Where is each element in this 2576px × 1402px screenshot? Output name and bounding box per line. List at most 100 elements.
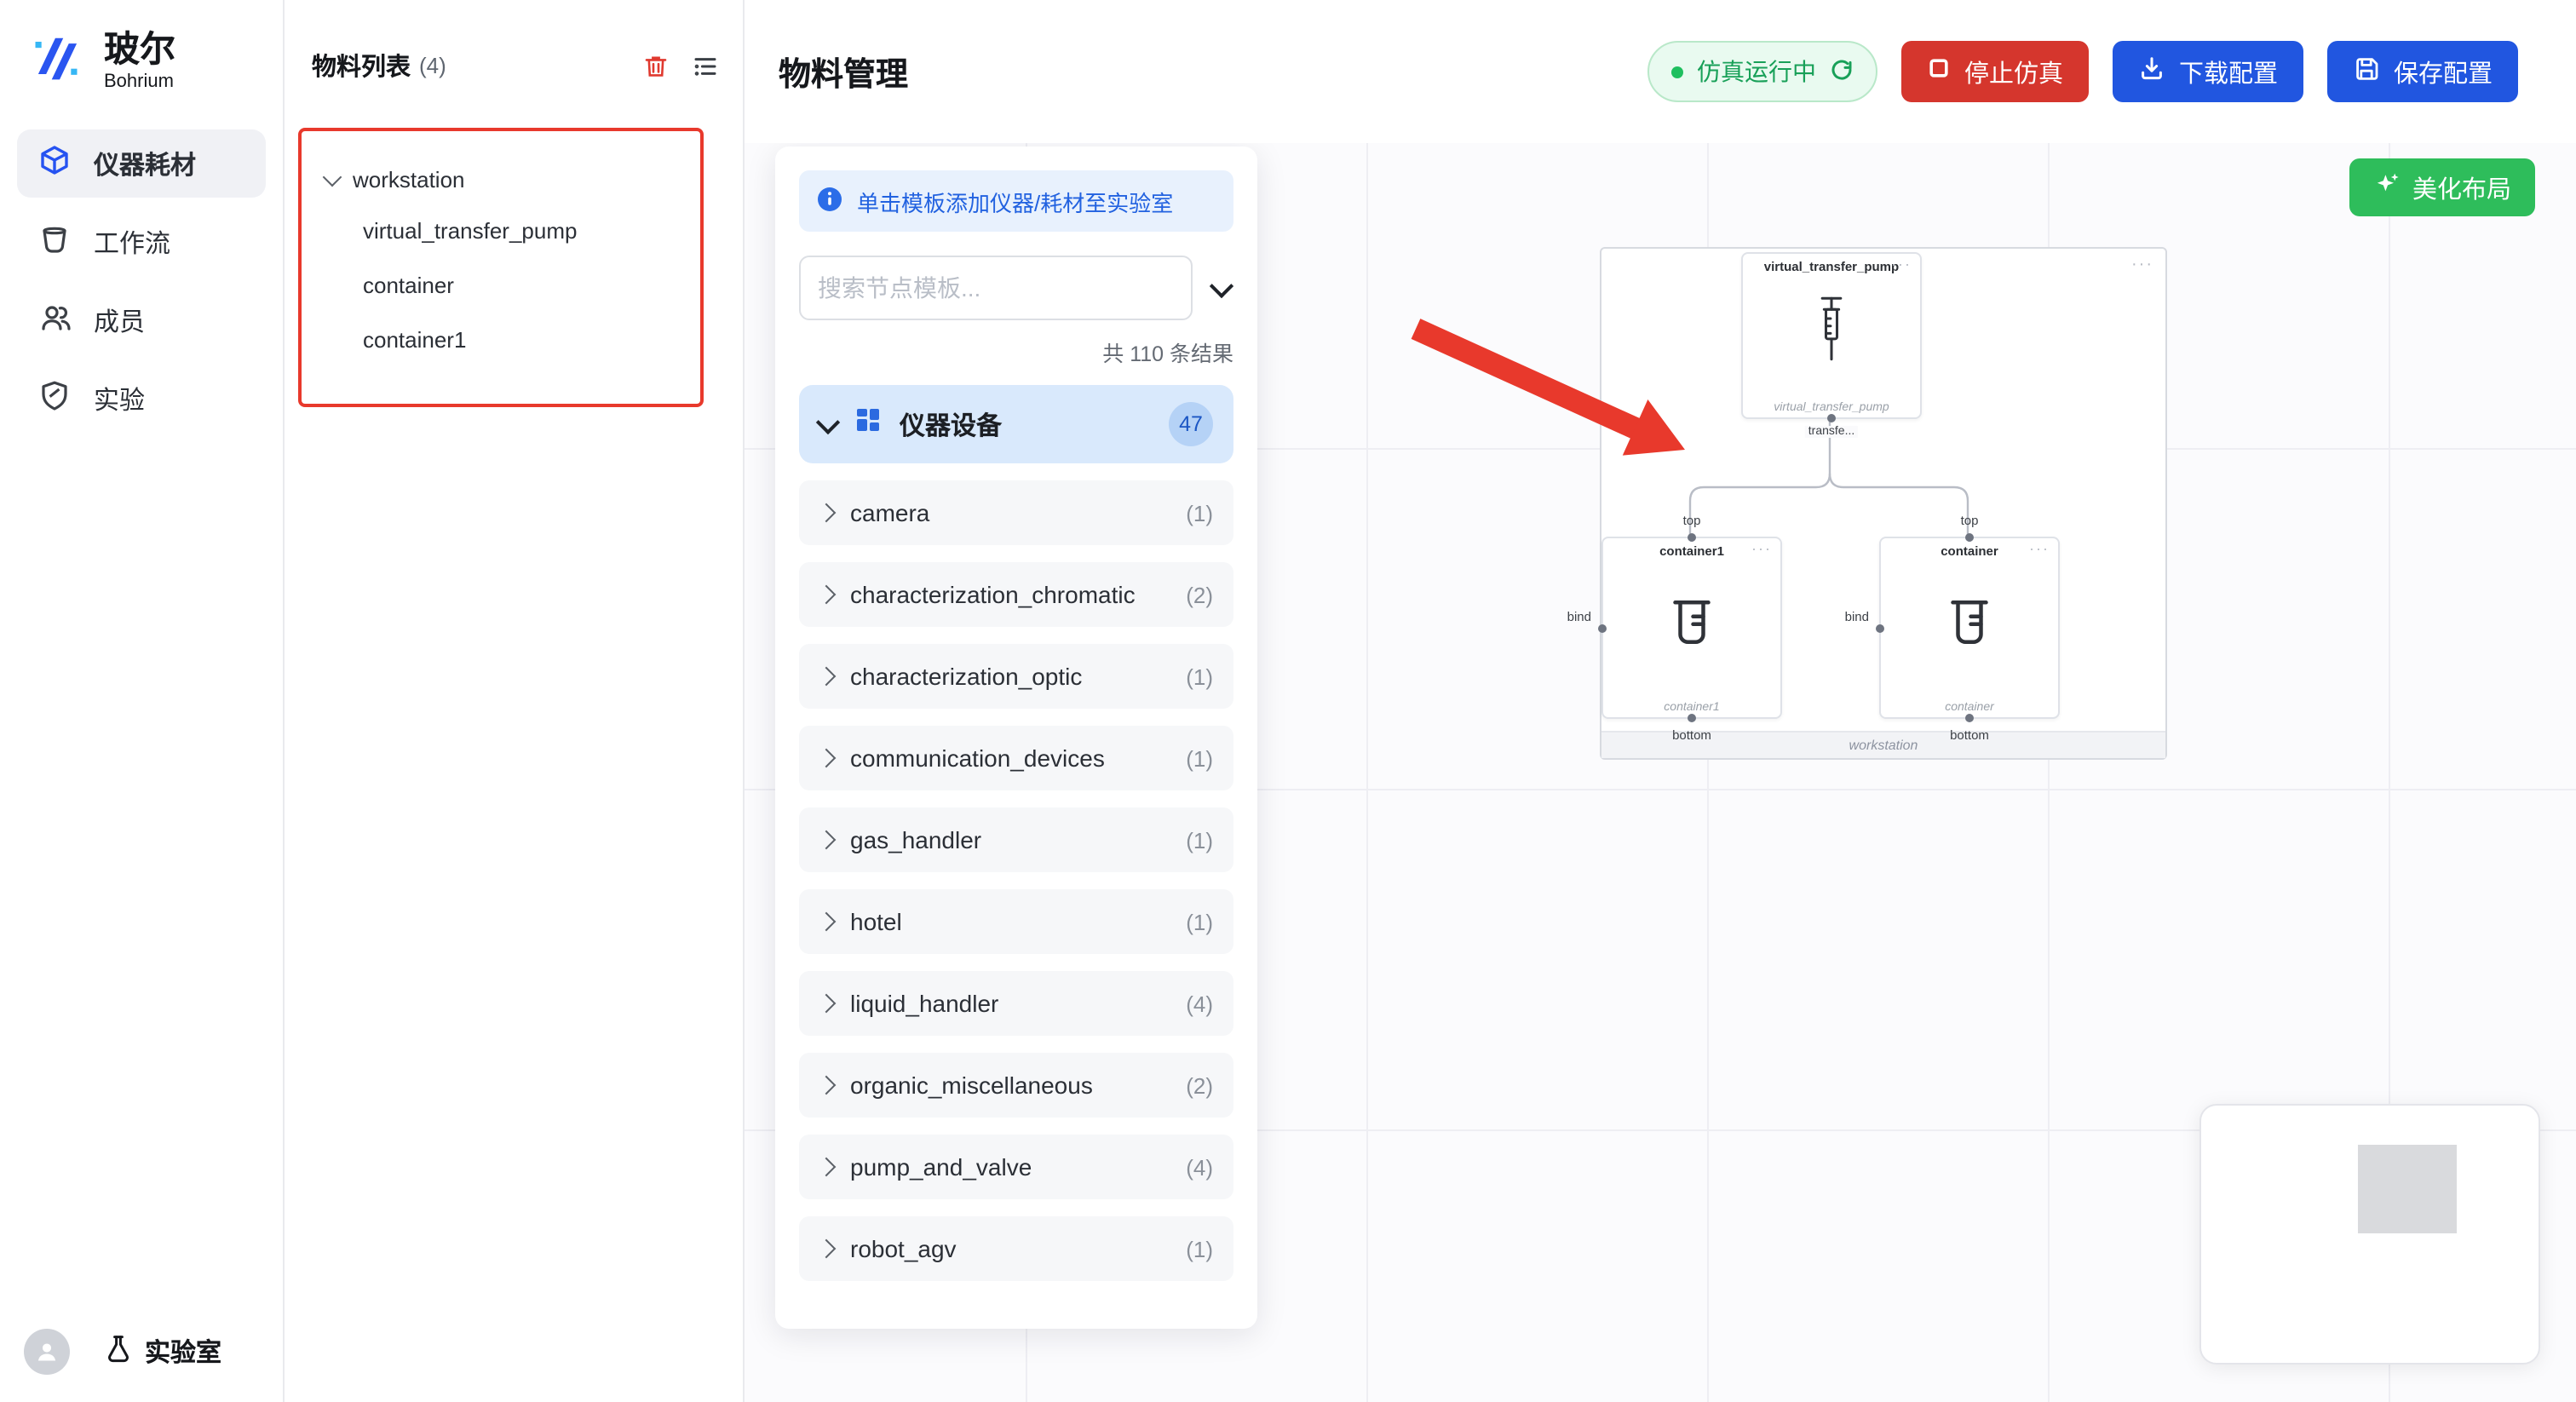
port-dot[interactable] xyxy=(1965,533,1974,542)
category-instruments[interactable]: 仪器设备 47 xyxy=(799,385,1233,463)
template-item-characterization-chromatic[interactable]: characterization_chromatic (2) xyxy=(799,562,1233,627)
template-item-label: pump_and_valve xyxy=(850,1153,1032,1181)
port-dot[interactable] xyxy=(1598,623,1607,632)
chevron-right-icon xyxy=(816,584,837,605)
minimap-viewport[interactable] xyxy=(2358,1145,2457,1233)
template-item-pump-and-valve[interactable]: pump_and_valve (4) xyxy=(799,1135,1233,1199)
port-dot[interactable] xyxy=(1688,714,1696,722)
download-config-button[interactable]: 下载配置 xyxy=(2113,41,2303,102)
sidebar-item-experiment[interactable]: 实验 xyxy=(17,365,266,433)
brand-subtitle: Bohrium xyxy=(104,72,174,93)
brand-name: 玻尔 xyxy=(104,30,175,70)
more-menu-icon[interactable]: ··· xyxy=(1751,540,1772,557)
sidebar-nav: 仪器耗材 工作流 xyxy=(0,129,283,443)
chevron-right-icon xyxy=(816,993,837,1014)
user-avatar[interactable] xyxy=(24,1329,70,1375)
brand-text: 玻尔 Bohrium xyxy=(104,32,175,92)
results-summary: 共 110 条结果 xyxy=(1102,342,1233,366)
template-item-label: camera xyxy=(850,499,930,526)
people-icon xyxy=(37,300,72,341)
template-item-count: (4) xyxy=(1186,1154,1213,1180)
save-config-button[interactable]: 保存配置 xyxy=(2327,41,2518,102)
search-input[interactable] xyxy=(799,256,1193,320)
workspace: 美化布局 ··· virtual_transfer_pump ··· xyxy=(745,143,2576,1402)
add-template-banner[interactable]: 单击模板添加仪器/耗材至实验室 xyxy=(799,170,1233,232)
template-item-label: organic_miscellaneous xyxy=(850,1072,1093,1099)
material-list-header: 物料列表 (4) xyxy=(285,0,743,83)
chevron-right-icon xyxy=(816,1238,837,1259)
syringe-icon xyxy=(1809,292,1854,376)
more-menu-icon[interactable]: ··· xyxy=(2131,256,2153,274)
material-list-count: (4) xyxy=(419,53,446,78)
chevron-down-icon xyxy=(815,409,841,434)
beautify-layout-button[interactable]: 美化布局 xyxy=(2349,158,2535,216)
info-icon xyxy=(816,185,843,217)
sidebar-item-workflow[interactable]: 工作流 xyxy=(17,208,266,276)
main-area: 物料管理 仿真运行中 xyxy=(745,0,2576,1402)
lab-label: 实验室 xyxy=(145,1339,222,1368)
workstation-group-node[interactable]: ··· virtual_transfer_pump ··· xyxy=(1567,247,2167,760)
template-item-count: (1) xyxy=(1186,827,1213,853)
minimap[interactable] xyxy=(2199,1104,2540,1365)
material-list-title: 物料列表 xyxy=(312,55,411,82)
template-item-organic-miscellaneous[interactable]: organic_miscellaneous (2) xyxy=(799,1053,1233,1118)
sidebar-item-label: 成员 xyxy=(94,307,146,336)
chevron-right-icon xyxy=(816,1157,837,1177)
beaker-icon xyxy=(1939,589,2000,663)
port-label-bottom: bottom xyxy=(1672,727,1711,743)
brand-logo-row: 玻尔 Bohrium xyxy=(0,0,283,129)
template-item-liquid-handler[interactable]: liquid_handler (4) xyxy=(799,971,1233,1036)
template-item-count: (2) xyxy=(1186,1072,1213,1098)
template-item-label: liquid_handler xyxy=(850,990,999,1017)
download-label: 下载配置 xyxy=(2179,60,2278,88)
tree-node-pump[interactable]: virtual_transfer_pump xyxy=(302,203,700,257)
template-item-gas-handler[interactable]: gas_handler (1) xyxy=(799,807,1233,872)
port-dot[interactable] xyxy=(1876,623,1884,632)
chevron-right-icon xyxy=(816,748,837,768)
sidebar-item-label: 工作流 xyxy=(94,229,171,258)
more-menu-icon[interactable]: ··· xyxy=(1891,256,1912,273)
tree-node-container1[interactable]: container1 xyxy=(302,312,700,366)
status-label: 仿真运行中 xyxy=(1697,58,1816,85)
template-panel: 单击模板添加仪器/耗材至实验室 共 110 条结果 xyxy=(775,147,1257,1329)
sidebar-item-label: 仪器耗材 xyxy=(94,151,197,180)
chevron-right-icon xyxy=(816,1075,837,1095)
node-container1[interactable]: top container1 ··· container1 xyxy=(1567,513,1782,743)
template-item-label: gas_handler xyxy=(850,826,982,853)
port-dot[interactable] xyxy=(1688,533,1696,542)
template-item-label: hotel xyxy=(850,908,902,935)
node-container[interactable]: top container ··· container xyxy=(1845,513,2060,743)
port-label-bottom: bottom xyxy=(1950,727,1989,743)
template-item-count: (1) xyxy=(1186,745,1213,771)
template-item-hotel[interactable]: hotel (1) xyxy=(799,889,1233,954)
template-item-label: robot_agv xyxy=(850,1235,957,1262)
sparkle-icon xyxy=(2373,170,2401,204)
tree-node-container[interactable]: container xyxy=(302,257,700,312)
chevron-down-icon xyxy=(1209,273,1234,298)
template-item-camera[interactable]: camera (1) xyxy=(799,480,1233,545)
delete-button[interactable] xyxy=(642,52,670,79)
more-menu-icon[interactable]: ··· xyxy=(2029,540,2050,557)
template-item-count: (1) xyxy=(1186,664,1213,689)
node-title: container xyxy=(1941,543,1998,559)
tree-node-label: container xyxy=(363,272,454,297)
node-virtual-transfer-pump[interactable]: virtual_transfer_pump ··· xyxy=(1741,252,1922,438)
refresh-icon[interactable] xyxy=(1830,57,1854,86)
simulation-status-badge[interactable]: 仿真运行中 xyxy=(1647,41,1877,102)
chevron-right-icon xyxy=(816,503,837,523)
sidebar-item-members[interactable]: 成员 xyxy=(17,286,266,354)
port-dot[interactable] xyxy=(1965,714,1974,722)
template-item-robot-agv[interactable]: robot_agv (1) xyxy=(799,1216,1233,1281)
tree-node-workstation[interactable]: workstation xyxy=(302,155,700,203)
lab-switcher[interactable]: 实验室 xyxy=(104,1334,221,1370)
collapse-panel-button[interactable] xyxy=(1209,273,1234,298)
port-dot[interactable] xyxy=(1827,414,1836,422)
node-title: virtual_transfer_pump xyxy=(1763,259,1900,274)
template-item-label: communication_devices xyxy=(850,744,1105,772)
stop-simulation-button[interactable]: 停止仿真 xyxy=(1901,41,2089,102)
template-item-communication-devices[interactable]: communication_devices (1) xyxy=(799,726,1233,790)
tree-view-icon[interactable] xyxy=(692,52,719,79)
template-item-characterization-optic[interactable]: characterization_optic (1) xyxy=(799,644,1233,709)
shield-icon xyxy=(37,378,72,419)
sidebar-item-instruments[interactable]: 仪器耗材 xyxy=(17,129,266,198)
